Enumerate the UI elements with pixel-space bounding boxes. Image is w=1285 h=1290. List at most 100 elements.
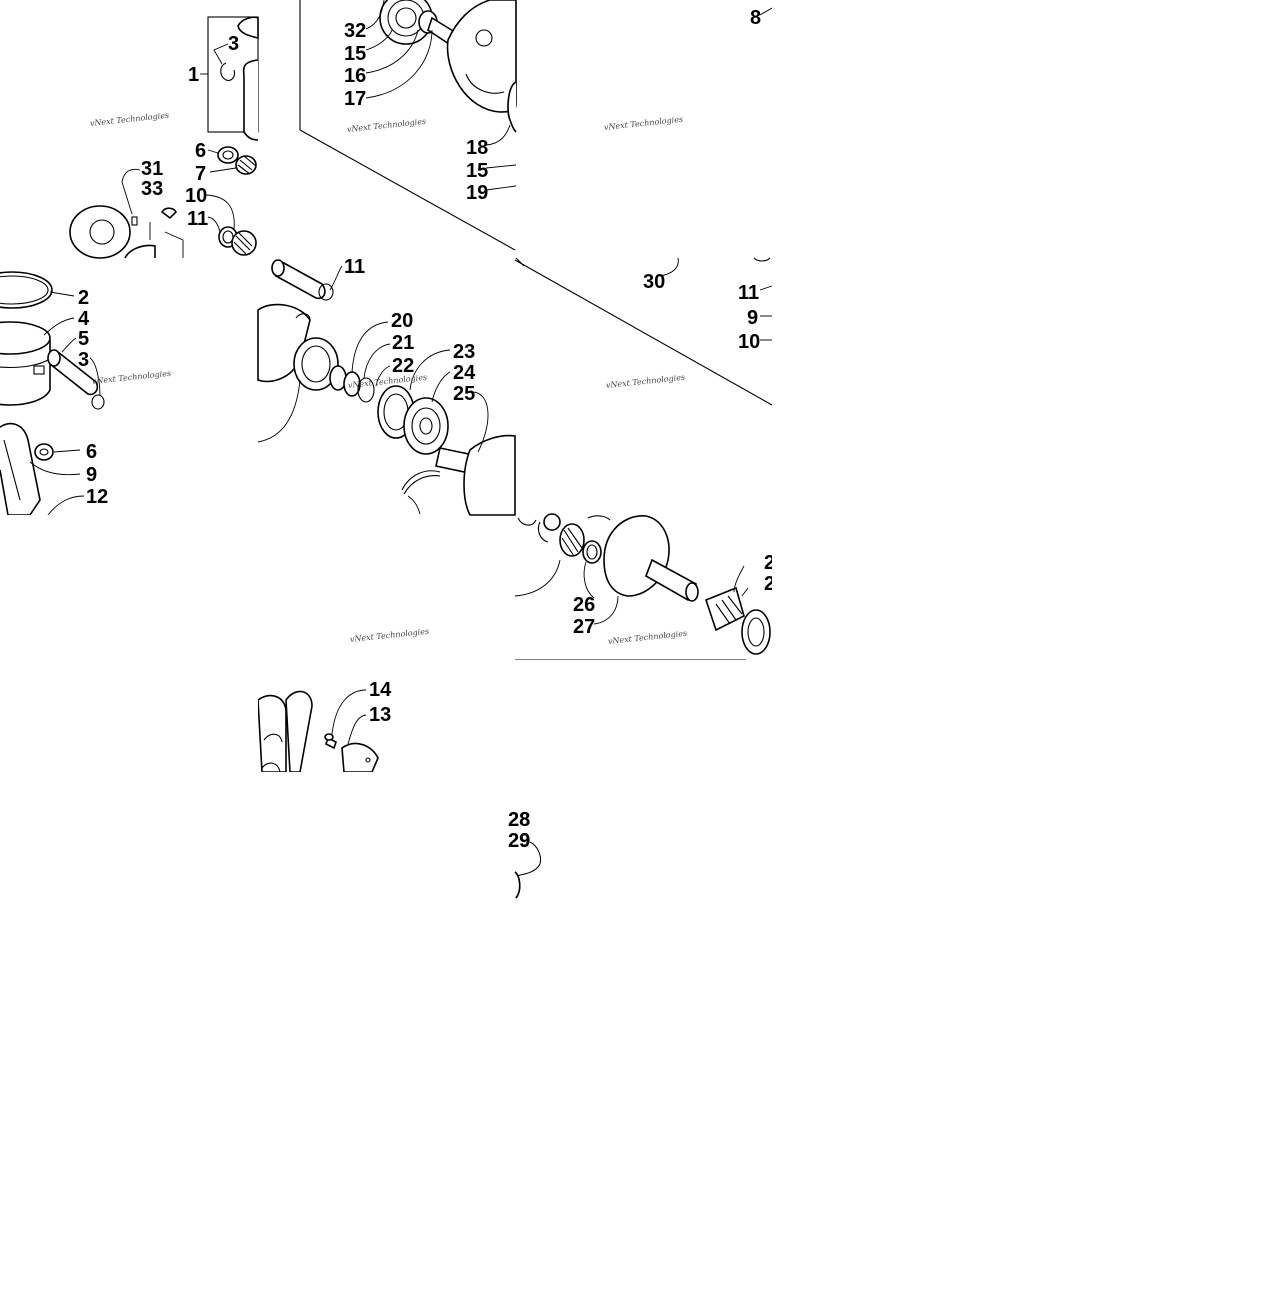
svg-text:vNext Technologies: vNext Technologies (349, 627, 429, 644)
crank-web-left (446, 0, 517, 113)
callout-15: 15 (344, 43, 366, 65)
svg-text:vNext Technologies: vNext Technologies (91, 369, 171, 386)
circlip (220, 62, 236, 81)
piston (0, 340, 51, 406)
callout-2: 2 (764, 573, 775, 595)
callout-17: 17 (344, 88, 366, 110)
snap-ring (401, 470, 441, 491)
svg-text:vNext Technologies: vNext Technologies (347, 373, 427, 390)
callout-11: 11 (344, 256, 365, 278)
callout-10: 10 (738, 331, 760, 353)
blank-region-lower-right (515, 660, 772, 800)
callout-3: 3 (78, 349, 89, 371)
callout-11: 11 (738, 282, 759, 304)
callout-16: 16 (344, 65, 366, 87)
callout-15: 15 (466, 160, 488, 182)
key-33 (160, 207, 177, 220)
callout-20: 20 (391, 310, 413, 332)
callout-29-front: 29 (508, 830, 530, 852)
blank-region-bottom-right (515, 900, 772, 1285)
callout-7: 7 (195, 163, 206, 185)
watermark: vNext Technologies (89, 111, 169, 128)
svg-text:vNext Technologies: vNext Technologies (607, 629, 687, 646)
blank-region-lower-left (0, 515, 258, 772)
piston-pin (48, 350, 99, 396)
rod-cap (341, 742, 379, 773)
callout-10: 10 (185, 185, 207, 207)
callout-27: 27 (573, 616, 595, 638)
callout-5: 5 (78, 328, 89, 350)
callout-23: 23 (453, 341, 475, 363)
tile-top-center (299, 0, 517, 251)
watermark: vNext Technologies (607, 629, 687, 646)
roller-bearing (705, 586, 745, 632)
callout-9: 9 (747, 307, 758, 329)
output-shaft (645, 558, 698, 602)
labyrinth-seal (507, 81, 517, 133)
callout-6: 6 (86, 441, 97, 463)
pin-clip (91, 394, 105, 410)
callout-28-front: 28 (508, 809, 530, 831)
callout-11: 11 (187, 208, 208, 230)
callout-9: 9 (86, 464, 97, 486)
woodruff-key (131, 216, 138, 226)
callout-31: 31 (141, 158, 163, 180)
tile-top-right (759, 7, 773, 16)
callout-33: 33 (141, 178, 163, 200)
watermark: vNext Technologies (346, 117, 426, 134)
end-seal (741, 609, 771, 655)
connecting-rod (0, 422, 41, 516)
svg-text:vNext Technologies: vNext Technologies (603, 115, 683, 132)
callout-6: 6 (195, 140, 206, 162)
ring-partial (237, 16, 259, 40)
blank-region-bottom-left (0, 772, 515, 1285)
callout-25: 25 (453, 383, 475, 405)
callout-1: 1 (188, 64, 199, 86)
rod-lower (257, 694, 287, 773)
section-boundary-line (299, 129, 516, 251)
watermark: vNext Technologies (91, 369, 171, 386)
callout-32: 32 (344, 20, 366, 42)
callout-19: 19 (466, 182, 488, 204)
tile-lower-right (514, 513, 771, 661)
piston-partial (242, 59, 259, 141)
blank-region-right (772, 0, 1285, 1285)
tile-center (257, 259, 516, 516)
callout-18: 18 (466, 137, 488, 159)
callout-22: 22 (392, 355, 414, 377)
tile-mid-right (514, 257, 773, 406)
ring-lower (582, 540, 602, 564)
callout-13: 13 (369, 704, 391, 726)
callout-30: 30 (643, 271, 665, 293)
callout-4: 4 (78, 308, 90, 330)
callout-26: 26 (573, 594, 595, 616)
svg-text:vNext Technologies: vNext Technologies (346, 117, 426, 134)
needle-bearing-small (231, 230, 257, 256)
main-bearing (293, 337, 339, 391)
callout-8: 8 (750, 7, 761, 29)
callout-3: 3 (228, 33, 239, 55)
svg-text:vNext Technologies: vNext Technologies (89, 111, 169, 128)
oil-seal (69, 205, 131, 259)
tile-top-left (69, 16, 259, 259)
thrust-washer (217, 146, 239, 164)
callout-2: 2 (78, 287, 89, 309)
watermark: vNext Technologies (603, 115, 683, 132)
callout-14: 14 (369, 679, 392, 701)
watermark: vNext Technologies (605, 373, 685, 390)
watermark: vNext Technologies (347, 373, 427, 390)
needle-bearing-lower (559, 523, 585, 557)
callout-24: 24 (453, 362, 476, 384)
svg-text:vNext Technologies: vNext Technologies (605, 373, 685, 390)
crank-web-right (463, 434, 516, 516)
tile-mid-left (0, 271, 105, 516)
callout-12: 12 (86, 486, 108, 508)
section-boundary-line-2 (514, 259, 773, 406)
tile-lower-center (257, 689, 379, 773)
rod-washer (34, 443, 54, 461)
callout-2: 2 (764, 552, 775, 574)
ball-bearing-right (403, 397, 449, 455)
watermark: vNext Technologies (349, 627, 429, 644)
